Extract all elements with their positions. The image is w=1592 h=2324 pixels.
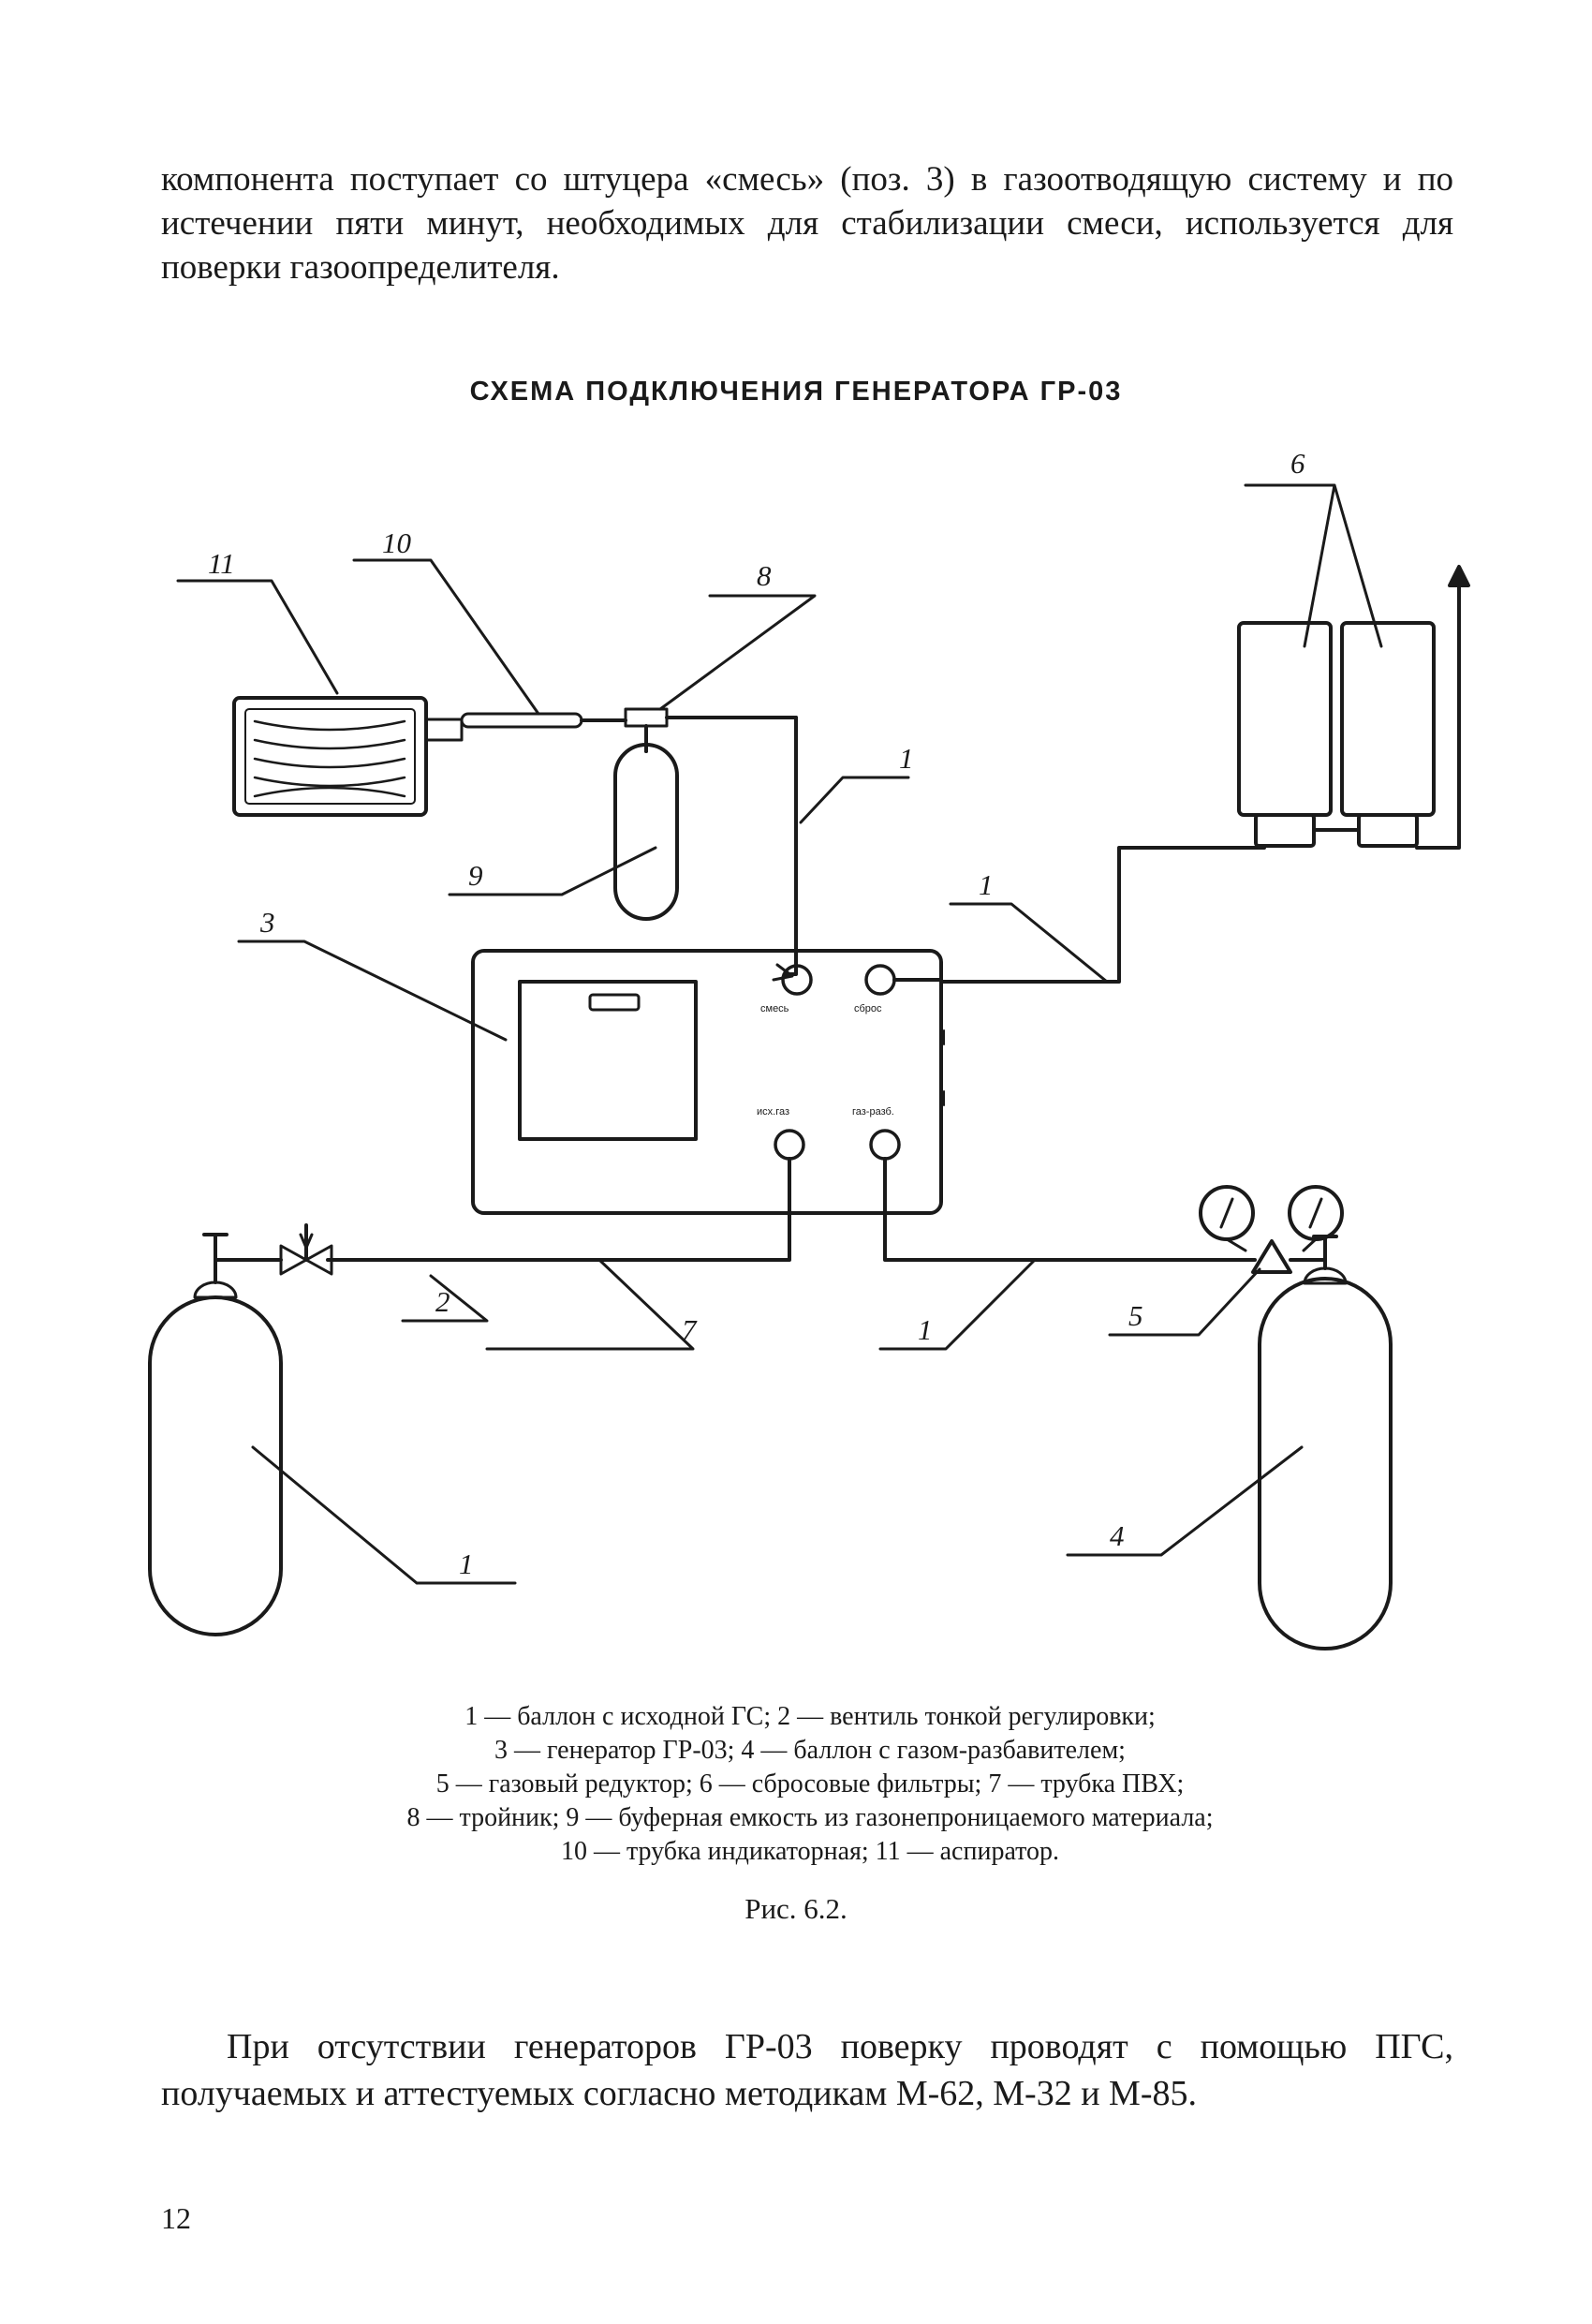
legend-line: 10 — трубка индикаторная; 11 — аспиратор… [560, 1837, 1060, 1866]
port-label-dil-gas: газ-разб. [852, 1106, 894, 1118]
label-4: 4 [1110, 1519, 1125, 1552]
label-7: 7 [682, 1313, 698, 1346]
indicator-tube [460, 712, 627, 729]
leader-lines [176, 483, 1383, 1585]
legend-line: 3 — генератор ГР-03; 4 — баллон с газом-… [494, 1736, 1126, 1765]
scheme-title: СХЕМА ПОДКЛЮЧЕНИЯ ГЕНЕРАТОРА ГР-03 [469, 377, 1123, 407]
label-8: 8 [757, 559, 772, 592]
port-label-vent: сброс [854, 1003, 882, 1014]
buffer-tank [613, 743, 679, 921]
aspirator [232, 696, 464, 817]
page-number: 12 [161, 2201, 191, 2235]
legend-line: 8 — тройник; 9 — буферная емкость из газ… [406, 1803, 1214, 1832]
source-gas-cylinder [148, 1233, 283, 1636]
dilution-gas-cylinder [1258, 1235, 1393, 1650]
fine-adjust-valve [218, 1223, 333, 1276]
label-5: 5 [1128, 1299, 1143, 1332]
top-paragraph: компонента поступает со штуцера «смесь» … [161, 160, 1453, 287]
label-1-a: 1 [899, 742, 914, 775]
legend-line: 5 — газовый редуктор; 6 — сбросовые филь… [435, 1769, 1185, 1799]
label-1-c: 1 [918, 1313, 933, 1346]
label-3: 3 [259, 906, 275, 939]
figure-caption: Рис. 6.2. [744, 1892, 848, 1925]
label-11: 11 [208, 547, 235, 580]
port-label-in-gas: исх.газ [757, 1106, 789, 1118]
gas-reducer [1199, 1185, 1344, 1274]
label-6: 6 [1290, 447, 1305, 480]
connection-diagram: смесь сброс исх.газ газ-разб. [148, 447, 1470, 1650]
label-2: 2 [435, 1285, 450, 1318]
port-label-mix: смесь [760, 1003, 789, 1014]
vent-filters [1237, 565, 1470, 850]
label-9: 9 [468, 859, 483, 892]
label-10: 10 [382, 526, 412, 559]
figure-legend: 1 — баллон с исходной ГС; 2 — вентиль то… [159, 1700, 1461, 1869]
generator [471, 949, 945, 1215]
bottom-paragraph: При отсутствии генераторов ГР-03 поверку… [161, 2027, 1453, 2113]
label-1-b: 1 [979, 868, 994, 901]
legend-line: 1 — баллон с исходной ГС; 2 — вентиль то… [464, 1702, 1156, 1731]
label-1-d: 1 [459, 1547, 474, 1580]
